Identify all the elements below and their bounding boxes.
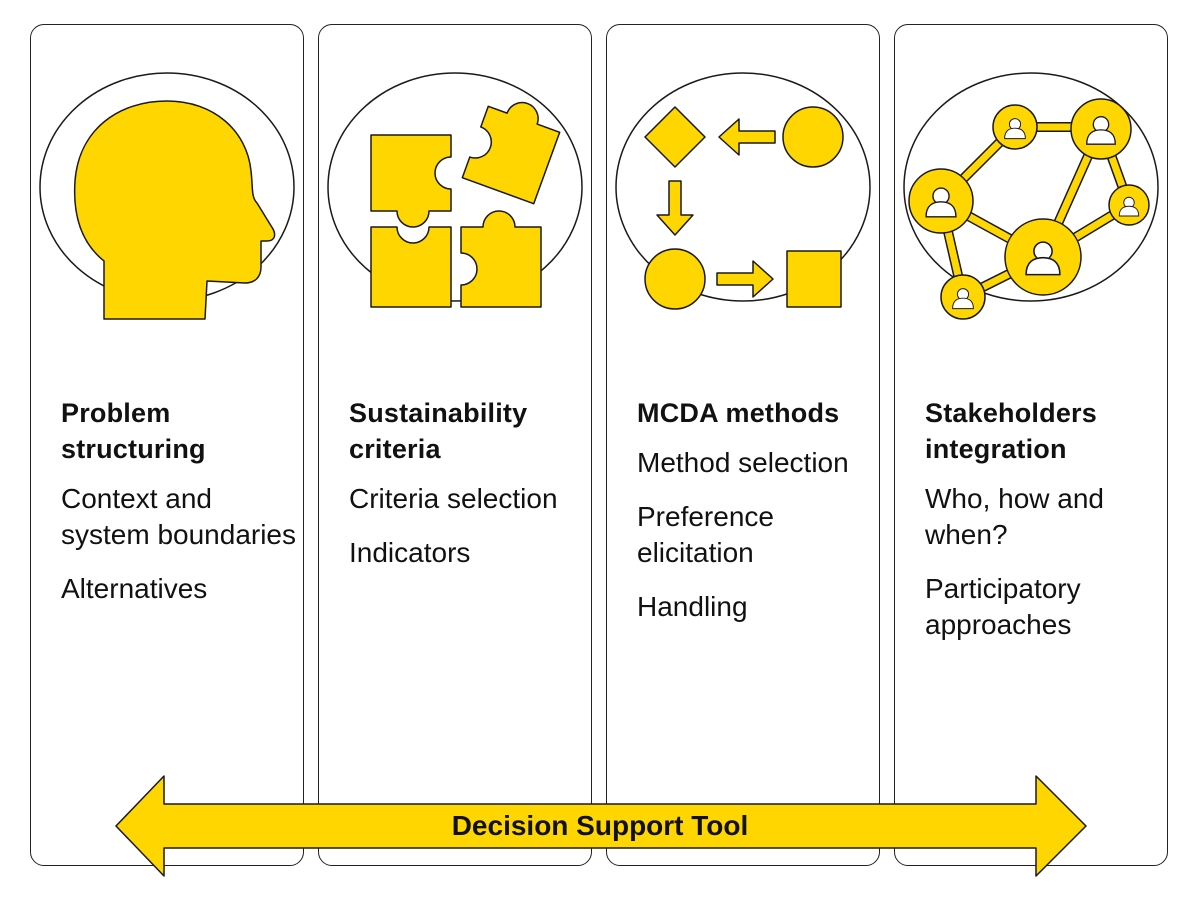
panel-heading: MCDA methods xyxy=(637,398,840,428)
panel-item: Participatory approaches xyxy=(925,573,1081,640)
network-icon xyxy=(903,72,1159,320)
panel-problem-structuring: Problem structuring Context and system b… xyxy=(30,24,304,866)
panel-heading: Sustainability criteria xyxy=(349,398,528,464)
panel-item: Alternatives xyxy=(61,573,208,604)
panel-heading: Stakeholders integration xyxy=(925,398,1097,464)
panel-item: Method selection xyxy=(637,447,849,478)
panel-item: Preference elicitation xyxy=(637,501,774,568)
panel-sustainability-criteria: Sustainability criteria Criteria selecti… xyxy=(318,24,592,866)
shapes-flow-icon xyxy=(615,72,871,310)
panel-item: Handling xyxy=(637,591,748,622)
puzzle-icon xyxy=(327,72,583,308)
panel-item: Who, how and when? xyxy=(925,483,1104,550)
decision-support-tool-label: Decision Support Tool xyxy=(451,810,749,841)
panel-item: Criteria selection xyxy=(349,483,558,514)
panel-item: Context and system boundaries xyxy=(61,483,297,550)
head-icon xyxy=(39,72,295,320)
panel-item: Indicators xyxy=(349,537,471,568)
panel-heading: Problem structuring xyxy=(61,398,206,464)
panel-stakeholders-integration: Stakeholders integration Who, how and wh… xyxy=(894,24,1168,866)
panel-mcda-methods: MCDA methods Method selection Preference… xyxy=(606,24,880,866)
